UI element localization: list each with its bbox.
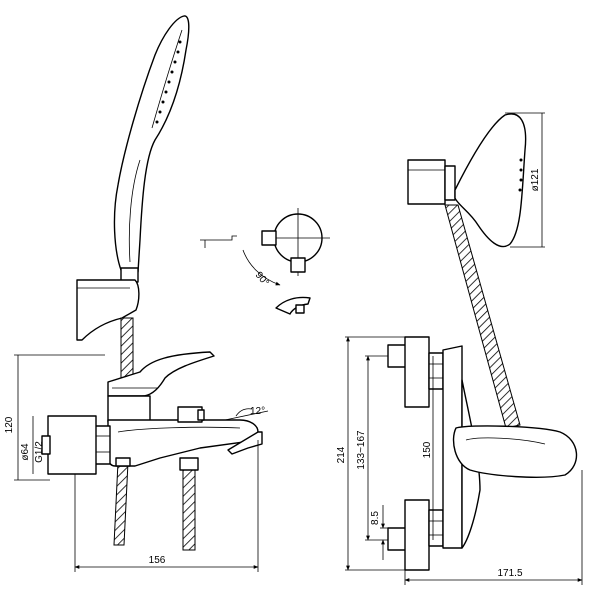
cartridge-body: [107, 395, 151, 423]
dim-depth-156: 156: [149, 555, 166, 566]
lower-nut: [428, 509, 444, 547]
lower-flange: [387, 527, 407, 551]
dim-dia-121: ø121: [530, 168, 541, 191]
wall-flange: [47, 415, 97, 475]
lever-rotated: [275, 296, 311, 315]
dim-height-120: 120: [4, 416, 15, 433]
handle-side: [452, 425, 578, 478]
lever-handle: [107, 351, 215, 397]
dim-center-150: 150: [422, 441, 433, 458]
upper-flange: [387, 344, 407, 368]
shower-nozzles: [155, 40, 182, 124]
upper-nut: [428, 352, 444, 390]
bath-spout: [227, 431, 263, 455]
dim-range-133-167: 133~167: [356, 430, 367, 470]
shower-nozzles-side: [518, 158, 523, 192]
shower-bracket-side: [407, 159, 446, 205]
front-dimensions: 120 ø64 G1/2 156 12°: [4, 354, 269, 572]
front-view: 120 ø64 G1/2 156 12°: [4, 15, 269, 572]
hose-upper: [120, 317, 134, 384]
shower-outlet: [179, 457, 199, 471]
hose-lower: [113, 461, 129, 546]
dim-depth-171-5: 171.5: [497, 568, 522, 579]
dim-thread-g12: G1/2: [34, 441, 45, 463]
dim-dia-64: ø64: [20, 443, 31, 461]
hand-shower-front: [113, 15, 190, 283]
dim-angle-12: 12°: [250, 406, 265, 417]
rotation-angle-label: 90°: [253, 270, 271, 289]
side-dimensions: 214 133~167 150 8.5 171.5: [336, 336, 583, 585]
shower-head-side: [454, 113, 527, 248]
rotation-detail: 90°: [200, 208, 330, 315]
side-view: ø121 214 133~167 150: [336, 112, 583, 585]
hose-side: [444, 204, 521, 429]
dim-height-214: 214: [336, 446, 347, 463]
dim-offset-8-5: 8.5: [370, 511, 381, 525]
